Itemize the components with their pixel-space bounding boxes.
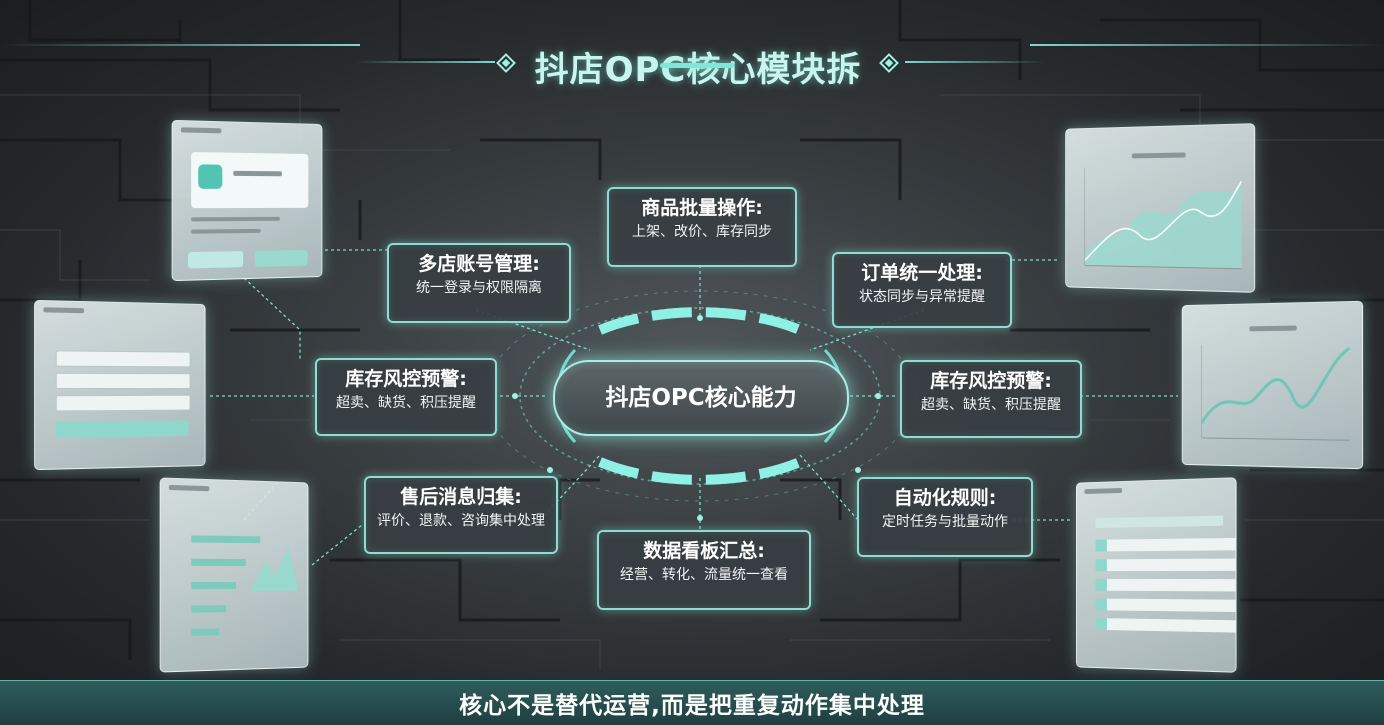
module-automation-rules: 自动化规则: 定时任务与批量动作 xyxy=(857,477,1033,557)
bar-chart-panel-mock xyxy=(159,477,309,673)
module-batch-products: 商品批量操作: 上架、改价、库存同步 xyxy=(607,187,797,267)
panel-bar-mock xyxy=(191,558,246,567)
table-panel-mock xyxy=(1076,477,1237,673)
core-capability: 抖店OPC核心能力 xyxy=(553,360,849,436)
title-line-left xyxy=(0,44,360,46)
panel-header-mock xyxy=(168,484,210,492)
panel-row-mock xyxy=(1095,598,1236,613)
panel-row-mock xyxy=(1095,618,1236,633)
module-title: 库存风控预警: xyxy=(930,370,1052,392)
panel-button-mock xyxy=(55,420,189,439)
module-title: 商品批量操作: xyxy=(641,197,763,219)
panel-text-line xyxy=(233,170,282,177)
panel-bar-mock xyxy=(191,582,236,590)
panel-line-mock xyxy=(1201,343,1350,445)
module-desc: 超卖、缺货、积压提醒 xyxy=(336,395,476,411)
module-multi-store-accounts: 多店账号管理: 统一登录与权限隔离 xyxy=(387,243,571,323)
line-chart-panel-mock xyxy=(1065,123,1256,293)
panel-header-mock xyxy=(1131,152,1186,159)
panel-bar-mock xyxy=(191,605,227,613)
title-underline xyxy=(660,63,734,68)
panel-header-mock xyxy=(1249,325,1297,332)
login-panel-mock xyxy=(171,119,323,282)
panel-button-mock xyxy=(254,249,308,267)
line-chart-panel-mock-2 xyxy=(1181,300,1364,470)
title-line-right xyxy=(1030,44,1384,46)
panel-bar-mock xyxy=(191,628,220,636)
module-desc: 状态同步与异常提醒 xyxy=(859,289,985,305)
module-desc: 定时任务与批量动作 xyxy=(882,514,1008,530)
panel-row-mock xyxy=(1095,558,1236,572)
module-title: 数据看板汇总: xyxy=(643,540,765,562)
module-title: 库存风控预警: xyxy=(345,368,467,390)
title-line-left-2 xyxy=(355,61,495,63)
module-title: 售后消息归集: xyxy=(400,486,522,508)
module-desc: 上架、改价、库存同步 xyxy=(632,224,772,240)
panel-area-mock xyxy=(250,546,299,591)
panel-text-line xyxy=(191,216,280,222)
module-title: 自动化规则: xyxy=(893,487,997,509)
panel-header-mock xyxy=(180,127,222,134)
panel-tabs-mock xyxy=(1095,515,1224,528)
panel-header-mock xyxy=(43,307,85,314)
title-line-right-2 xyxy=(905,61,1045,63)
panel-area-mock xyxy=(1084,165,1242,274)
panel-input-mock xyxy=(55,350,191,368)
panel-button-mock xyxy=(188,251,244,269)
module-inventory-risk-left: 库存风控预警: 超卖、缺货、积压提醒 xyxy=(315,358,497,436)
module-desc: 评价、退款、咨询集中处理 xyxy=(377,513,545,529)
footer-bar xyxy=(0,680,1384,725)
form-panel-mock xyxy=(34,299,206,471)
footer-caption: 核心不是替代运营,而是把重复动作集中处理 xyxy=(459,693,925,719)
panel-input-mock xyxy=(55,394,191,412)
module-data-dashboard: 数据看板汇总: 经营、转化、流量统一查看 xyxy=(597,530,811,610)
module-desc: 经营、转化、流量统一查看 xyxy=(620,567,788,583)
module-order-processing: 订单统一处理: 状态同步与异常提醒 xyxy=(832,252,1012,328)
panel-row-mock xyxy=(1095,537,1236,552)
diamond-icon-left xyxy=(496,53,516,73)
module-inventory-risk-right: 库存风控预警: 超卖、缺货、积压提醒 xyxy=(900,360,1082,438)
title-bar: 抖店OPC核心模块拆 xyxy=(0,34,1384,94)
diamond-icon-right xyxy=(879,53,899,73)
module-title: 多店账号管理: xyxy=(418,253,540,275)
panel-header-mock xyxy=(1084,487,1123,495)
panel-input-mock xyxy=(55,372,191,390)
page-title: 抖店OPC核心模块拆 xyxy=(534,50,862,90)
app-logo-icon xyxy=(198,164,223,189)
module-after-sales: 售后消息归集: 评价、退款、咨询集中处理 xyxy=(364,476,558,554)
panel-text-line xyxy=(191,228,261,234)
module-title: 订单统一处理: xyxy=(861,262,983,284)
panel-row-mock xyxy=(1095,578,1236,592)
module-desc: 超卖、缺货、积压提醒 xyxy=(921,397,1061,413)
module-desc: 统一登录与权限隔离 xyxy=(416,280,542,296)
